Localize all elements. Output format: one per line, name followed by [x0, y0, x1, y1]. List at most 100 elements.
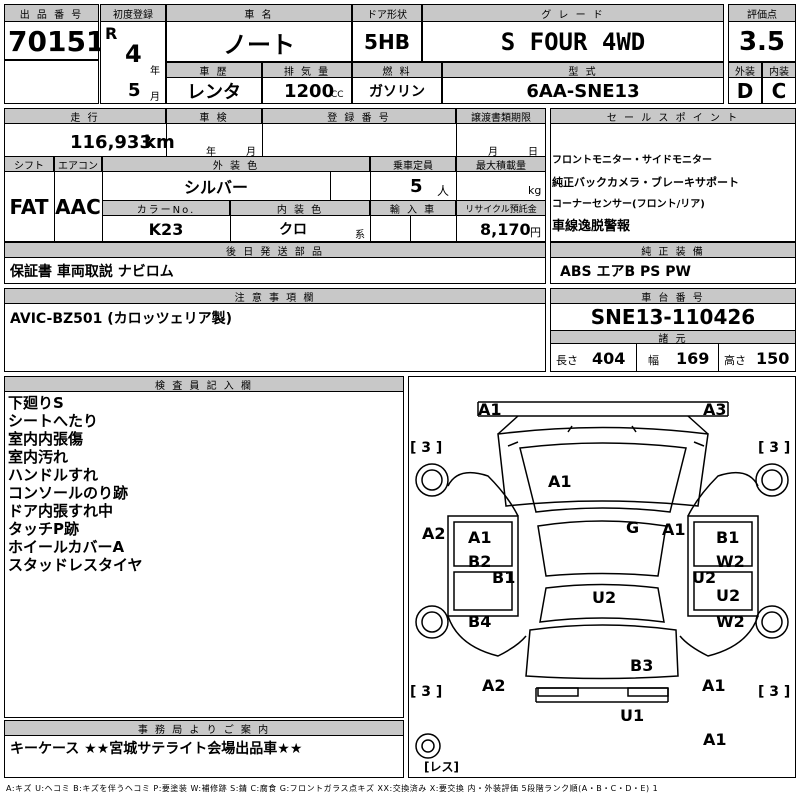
height: 150 [756, 348, 790, 368]
divider [718, 344, 719, 372]
dims-label: 諸 元 [550, 330, 796, 345]
damage-mark: A1 [662, 520, 686, 539]
mileage: 116,933 [70, 131, 152, 153]
displacement-unit: CC [331, 90, 344, 100]
later-parts-label: 後 日 発 送 部 品 [4, 242, 546, 258]
inspector-note: スタッドレスタイヤ [8, 556, 143, 574]
capacity-unit: 人 [437, 184, 450, 198]
inspector-note: ドア内張すれ中 [8, 502, 114, 520]
damage-mark: A1 [702, 676, 726, 695]
sales-point-item: 純正バックカメラ・ブレーキサポート [552, 176, 739, 189]
color-no: K23 [148, 219, 184, 239]
height-label: 高さ [724, 354, 746, 367]
max-load-label: 最大積載量 [456, 156, 546, 172]
sales-points-label: セ ー ル ス ポ イ ン ト [550, 108, 796, 124]
equipment-label: 純 正 装 備 [550, 242, 796, 258]
damage-mark: B1 [492, 568, 516, 587]
length: 404 [592, 348, 626, 368]
int-grade: C [771, 79, 787, 103]
grade: S FOUR 4WD [500, 28, 646, 56]
length-label: 長さ [556, 354, 578, 367]
inspector-label: 検 査 員 記 入 欄 [4, 376, 404, 392]
cautions-label: 注 意 事 項 欄 [4, 288, 546, 304]
equipment: ABS エアB PS PW [560, 264, 691, 280]
insp-year-unit: 年 [206, 147, 216, 158]
recycle: 8,170 [480, 219, 531, 239]
import-label: 輸 入 車 [370, 200, 456, 216]
damage-mark: A2 [422, 524, 446, 543]
mileage-label: 走 行 [4, 108, 166, 124]
specs-box [4, 108, 546, 242]
width: 169 [676, 348, 710, 368]
damage-legend: A:キズ U:ヘコミ B:キズを伴うヘコミ P:要塗装 W:補修跡 S:錆 C:… [6, 784, 659, 793]
divider [370, 172, 371, 200]
year-unit: 年 [150, 66, 160, 77]
damage-mark: A2 [482, 676, 506, 695]
damage-mark: A1 [478, 400, 502, 419]
fuel: ガソリン [369, 84, 425, 100]
divider [456, 216, 457, 242]
inspector-note: シートへたり [8, 412, 99, 430]
lot-blank-box [4, 60, 99, 104]
damage-mark: A1 [468, 528, 492, 547]
displacement: 1200 [284, 80, 335, 102]
divider [456, 172, 457, 200]
model-label: 型 式 [442, 62, 724, 78]
inspection-label: 車 検 [166, 108, 262, 124]
damage-mark: U2 [692, 568, 717, 587]
chassis-no: SNE13-110426 [590, 305, 756, 329]
door-type: 5HB [364, 30, 410, 54]
office-label: 事 務 局 よ り ご 案 内 [4, 720, 404, 736]
damage-mark: U2 [716, 586, 741, 605]
inspector-note: ホイールカバーA [8, 538, 125, 556]
capacity-label: 乗車定員 [370, 156, 456, 172]
month-unit: 月 [150, 92, 160, 103]
office-note: キーケース ★★宮城サテライト会場出品車★★ [10, 741, 303, 757]
damage-mark: [ 3 ] [758, 684, 791, 700]
score: 3.5 [738, 27, 786, 57]
first-reg-label: 初度登録 [100, 4, 166, 22]
inspector-note: 室内汚れ [8, 448, 69, 466]
damage-mark: B4 [468, 612, 492, 631]
damage-mark: A1 [548, 472, 572, 491]
ext-grade: D [736, 79, 754, 103]
divider [230, 216, 231, 242]
inspector-note: ハンドルすれ [8, 466, 99, 484]
color-no-label: カラーNo. [102, 200, 230, 216]
transfer-label: 譲渡書類期限 [456, 108, 546, 124]
ext-color: シルバー [183, 178, 248, 197]
transfer-month-unit: 月 [488, 147, 498, 158]
sales-point-item: フロントモニター・サイドモニター [552, 155, 712, 166]
transfer-day-unit: 日 [528, 147, 538, 158]
grade-label: グ レ ー ド [422, 4, 724, 22]
capacity: 5 [410, 175, 423, 197]
first-reg-month: 5 [128, 80, 141, 101]
shift-label: シフト [4, 156, 54, 172]
divider [410, 216, 411, 242]
recycle-unit: 円 [530, 226, 541, 239]
damage-mark: B3 [630, 656, 654, 675]
damage-mark: [ 3 ] [410, 684, 443, 700]
history-label: 車 歴 [166, 62, 262, 78]
damage-mark: A3 [703, 400, 727, 419]
sales-points-list: フロントモニター・サイドモニター 純正バックカメラ・ブレーキサポート コーナーセ… [552, 150, 792, 238]
divider [456, 124, 457, 156]
score-label: 評価点 [728, 4, 796, 22]
damage-mark: [ 3 ] [410, 440, 443, 456]
inspector-note: 下廻りS [8, 394, 64, 412]
sales-point-item: 車線逸脱警報 [552, 219, 631, 234]
car-name: ノート [223, 30, 295, 59]
damage-mark: A1 [703, 730, 727, 749]
divider [330, 172, 331, 200]
inspector-note: タッチP跡 [8, 520, 79, 538]
recycle-label: リサイクル預託金 [456, 200, 546, 216]
divider [370, 216, 371, 242]
damage-mark: [レス] [424, 760, 459, 774]
car-diagram [415, 401, 789, 759]
inspector-note: 室内内張傷 [8, 430, 84, 448]
car-name-label: 車 名 [166, 4, 352, 22]
ac: AAC [55, 195, 101, 219]
inspector-box [4, 376, 404, 718]
later-parts: 保証書 車両取説 ナビロム [10, 264, 174, 280]
door-label: ドア形状 [352, 4, 422, 22]
